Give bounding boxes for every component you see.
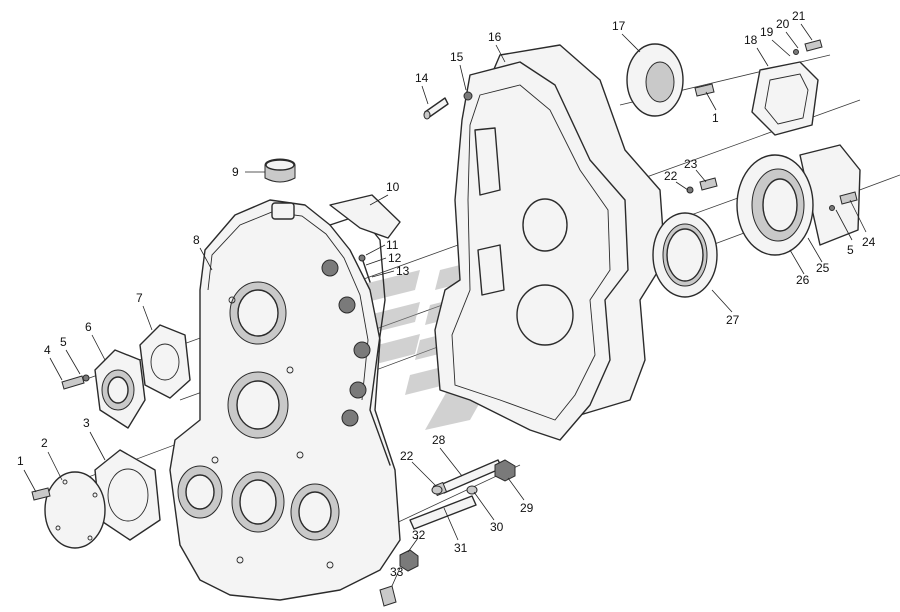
callout-22-upper: 22 xyxy=(664,169,678,183)
callout-17: 17 xyxy=(612,19,626,33)
callout-7: 7 xyxy=(136,291,143,305)
callout-5: 5 xyxy=(60,335,67,349)
bracket xyxy=(329,194,401,239)
callout-33: 33 xyxy=(390,565,404,579)
callout-2: 2 xyxy=(41,436,48,450)
callout-21: 21 xyxy=(792,9,806,23)
bolt-right-upper xyxy=(686,177,718,194)
callout-28: 28 xyxy=(432,433,446,447)
gear-housing xyxy=(169,199,401,601)
stud-bolts xyxy=(379,459,516,607)
callout-10: 10 xyxy=(386,180,400,194)
flange-housing xyxy=(736,144,861,256)
callout-19: 19 xyxy=(760,25,774,39)
callout-5-right: 5 xyxy=(847,243,854,257)
callout-29: 29 xyxy=(520,501,534,515)
rear-cover-plate xyxy=(434,44,666,441)
callout-24: 24 xyxy=(862,235,876,249)
callout-31: 31 xyxy=(454,541,468,555)
dowel-pin xyxy=(423,97,449,120)
round-cover xyxy=(626,43,684,117)
callout-32: 32 xyxy=(412,528,426,542)
callout-27: 27 xyxy=(726,313,740,327)
bolt-right xyxy=(829,191,858,211)
callout-11: 11 xyxy=(386,238,399,252)
leader-lines xyxy=(23,23,867,587)
callout-30: 30 xyxy=(490,520,504,534)
callout-12: 12 xyxy=(388,251,402,265)
square-flange xyxy=(751,39,823,136)
callout-22-lower: 22 xyxy=(400,449,414,463)
callout-16: 16 xyxy=(488,30,502,44)
screw-left xyxy=(31,487,51,501)
cover-disk xyxy=(44,471,106,549)
callout-13: 13 xyxy=(396,264,410,278)
callout-1-upper: 1 xyxy=(712,111,719,125)
bearing-flange xyxy=(94,349,146,429)
oil-seal xyxy=(652,212,718,298)
gasket-small xyxy=(139,324,191,399)
callout-4: 4 xyxy=(44,343,51,357)
callout-14: 14 xyxy=(415,71,429,85)
bolt-left xyxy=(61,374,90,390)
callout-25: 25 xyxy=(816,261,830,275)
callout-20: 20 xyxy=(776,17,790,31)
gasket-round xyxy=(94,449,161,541)
callout-26: 26 xyxy=(796,273,810,287)
small-pin xyxy=(463,91,473,101)
callout-6: 6 xyxy=(85,320,92,334)
callout-23: 23 xyxy=(684,157,698,171)
callout-18: 18 xyxy=(744,33,758,47)
callouts: 1 2 3 4 5 6 7 8 9 10 11 12 13 14 15 16 1… xyxy=(17,9,876,579)
callout-15: 15 xyxy=(450,50,464,64)
callout-8: 8 xyxy=(193,233,200,247)
small-bolt xyxy=(358,254,371,283)
callout-1: 1 xyxy=(17,454,24,468)
breather-cap xyxy=(264,158,296,183)
screw-upper xyxy=(694,83,715,97)
callout-3: 3 xyxy=(83,416,90,430)
callout-9: 9 xyxy=(232,165,239,179)
